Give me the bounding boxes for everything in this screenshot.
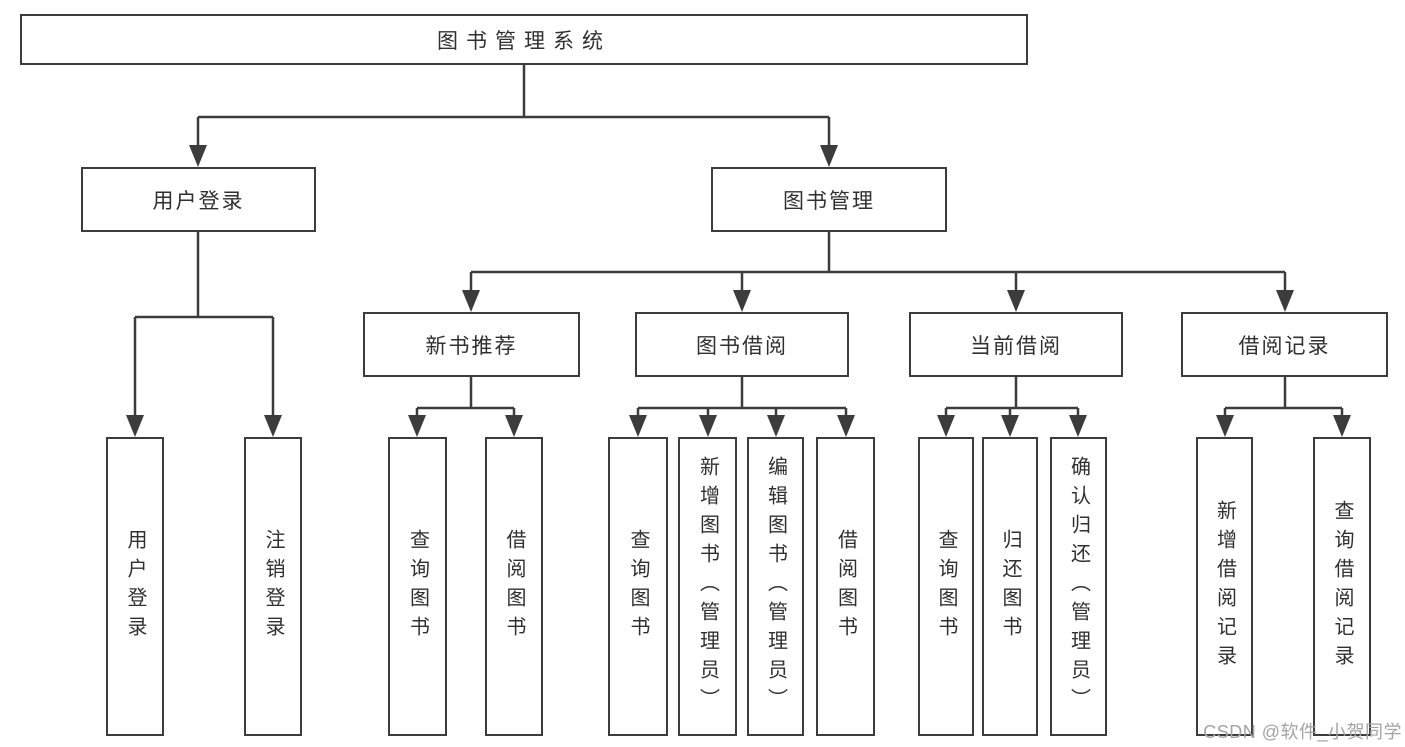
leaf-label: 确认归还（管理员） (1067, 456, 1090, 717)
leaf-current-confirm-return-admin: 确认归还（管理员） (1050, 437, 1107, 736)
node-user-login: 用户登录 (81, 167, 316, 232)
leaf-borrowing-query-books: 查询图书 (608, 437, 668, 736)
node-library-system: 图书管理系统 (20, 14, 1028, 65)
csdn-watermark: CSDN @软件_小贺同学 (1203, 722, 1402, 742)
leaf-label: 用户登录 (124, 528, 146, 645)
leaf-current-query-books: 查询图书 (918, 437, 974, 736)
node-current-borrowing: 当前借阅 (909, 312, 1123, 377)
leaf-user-login: 用户登录 (106, 437, 164, 736)
leaf-label: 查询图书 (406, 528, 429, 645)
leaf-label: 归还图书 (999, 528, 1021, 645)
leaf-borrowing-borrow-books: 借阅图书 (816, 437, 875, 736)
leaf-borrowing-edit-book-admin: 编辑图书（管理员） (747, 437, 804, 736)
node-book-management: 图书管理 (711, 167, 947, 232)
leaf-recommend-borrow-books: 借阅图书 (485, 437, 543, 736)
leaf-logout: 注销登录 (244, 437, 302, 736)
leaf-label: 注销登录 (262, 528, 284, 645)
leaf-records-add-record: 新增借阅记录 (1196, 437, 1253, 736)
leaf-label: 查询图书 (935, 528, 957, 645)
node-book-borrowing: 图书借阅 (635, 312, 849, 377)
leaf-label: 编辑图书（管理员） (764, 456, 787, 717)
leaf-records-query-record: 查询借阅记录 (1313, 437, 1371, 736)
leaf-label: 新增图书（管理员） (696, 456, 719, 717)
leaf-label: 查询图书 (627, 528, 649, 645)
leaf-label: 查询借阅记录 (1331, 499, 1353, 674)
leaf-borrowing-add-book-admin: 新增图书（管理员） (678, 437, 737, 736)
node-new-book-recommend: 新书推荐 (363, 312, 580, 377)
leaf-recommend-query-books: 查询图书 (388, 437, 447, 736)
arrowheads (126, 145, 1351, 437)
leaf-label: 借阅图书 (503, 528, 525, 645)
leaf-label: 借阅图书 (834, 528, 857, 645)
leaf-label: 新增借阅记录 (1213, 499, 1236, 674)
node-borrow-records: 借阅记录 (1181, 312, 1388, 377)
leaf-current-return-book: 归还图书 (982, 437, 1038, 736)
